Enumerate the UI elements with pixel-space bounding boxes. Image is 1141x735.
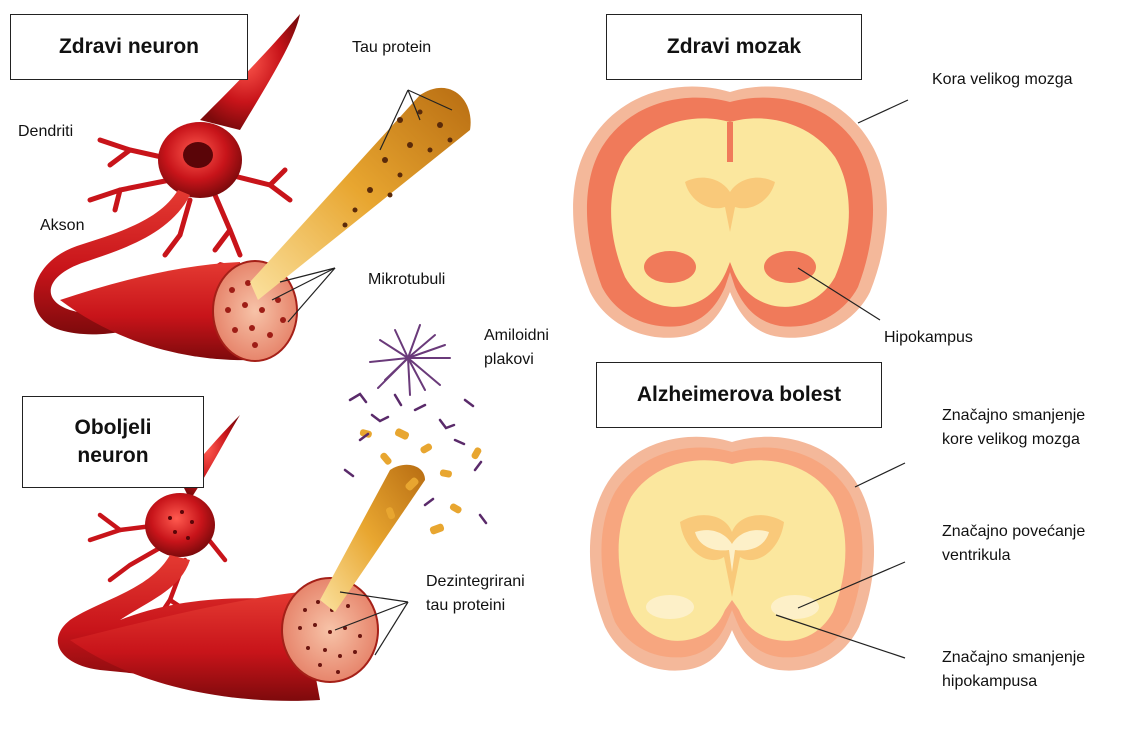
diseased-neuron-title: Oboljeli neuron xyxy=(22,396,204,488)
alzheimer-title-text: Alzheimerova bolest xyxy=(637,381,841,409)
healthy-neuron-title: Zdravi neuron xyxy=(10,14,248,80)
ventricle-label-line1: Značajno povećanje xyxy=(942,520,1085,544)
amyloid-label-line1: Amiloidni xyxy=(484,324,549,348)
disintegrated-label-line1: Dezintegrirani xyxy=(426,570,525,594)
ventricle-enlargement-label: Značajno povećanje ventrikula xyxy=(942,520,1085,568)
healthy-brain-illustration xyxy=(573,86,887,337)
cortex-label: Kora velikog mozga xyxy=(932,68,1073,92)
diseased-neuron-title-line1: Oboljeli xyxy=(74,414,151,442)
diseased-neuron-illustration xyxy=(58,325,486,701)
hippocampus-shrinkage-label: Značajno smanjenje hipokampusa xyxy=(942,646,1085,694)
cortex-shrinkage-line2: kore velikog mozga xyxy=(942,428,1085,452)
cortex-shrinkage-label: Značajno smanjenje kore velikog mozga xyxy=(942,404,1085,452)
tau-protein-label: Tau protein xyxy=(352,36,431,60)
hippocampus-label: Hipokampus xyxy=(884,326,973,350)
diseased-neuron-title-line2: neuron xyxy=(77,442,148,470)
alzheimer-title: Alzheimerova bolest xyxy=(596,362,882,428)
microtubules-label: Mikrotubuli xyxy=(368,268,445,292)
hippocampus-shrinkage-line2: hipokampusa xyxy=(942,670,1085,694)
alzheimer-brain-illustration xyxy=(590,437,874,671)
healthy-neuron-title-text: Zdravi neuron xyxy=(59,33,199,61)
healthy-brain-title: Zdravi mozak xyxy=(606,14,862,80)
axon-label: Akson xyxy=(40,214,84,238)
amyloid-label-line2: plakovi xyxy=(484,348,549,372)
dendrites-label: Dendriti xyxy=(18,120,73,144)
disintegrated-label-line2: tau proteini xyxy=(426,594,525,618)
disintegrated-tau-label: Dezintegrirani tau proteini xyxy=(426,570,525,618)
cortex-shrinkage-line1: Značajno smanjenje xyxy=(942,404,1085,428)
hippocampus-shrinkage-line1: Značajno smanjenje xyxy=(942,646,1085,670)
amyloid-plaques-label: Amiloidni plakovi xyxy=(484,324,549,372)
healthy-brain-title-text: Zdravi mozak xyxy=(667,33,801,61)
ventricle-label-line2: ventrikula xyxy=(942,544,1085,568)
